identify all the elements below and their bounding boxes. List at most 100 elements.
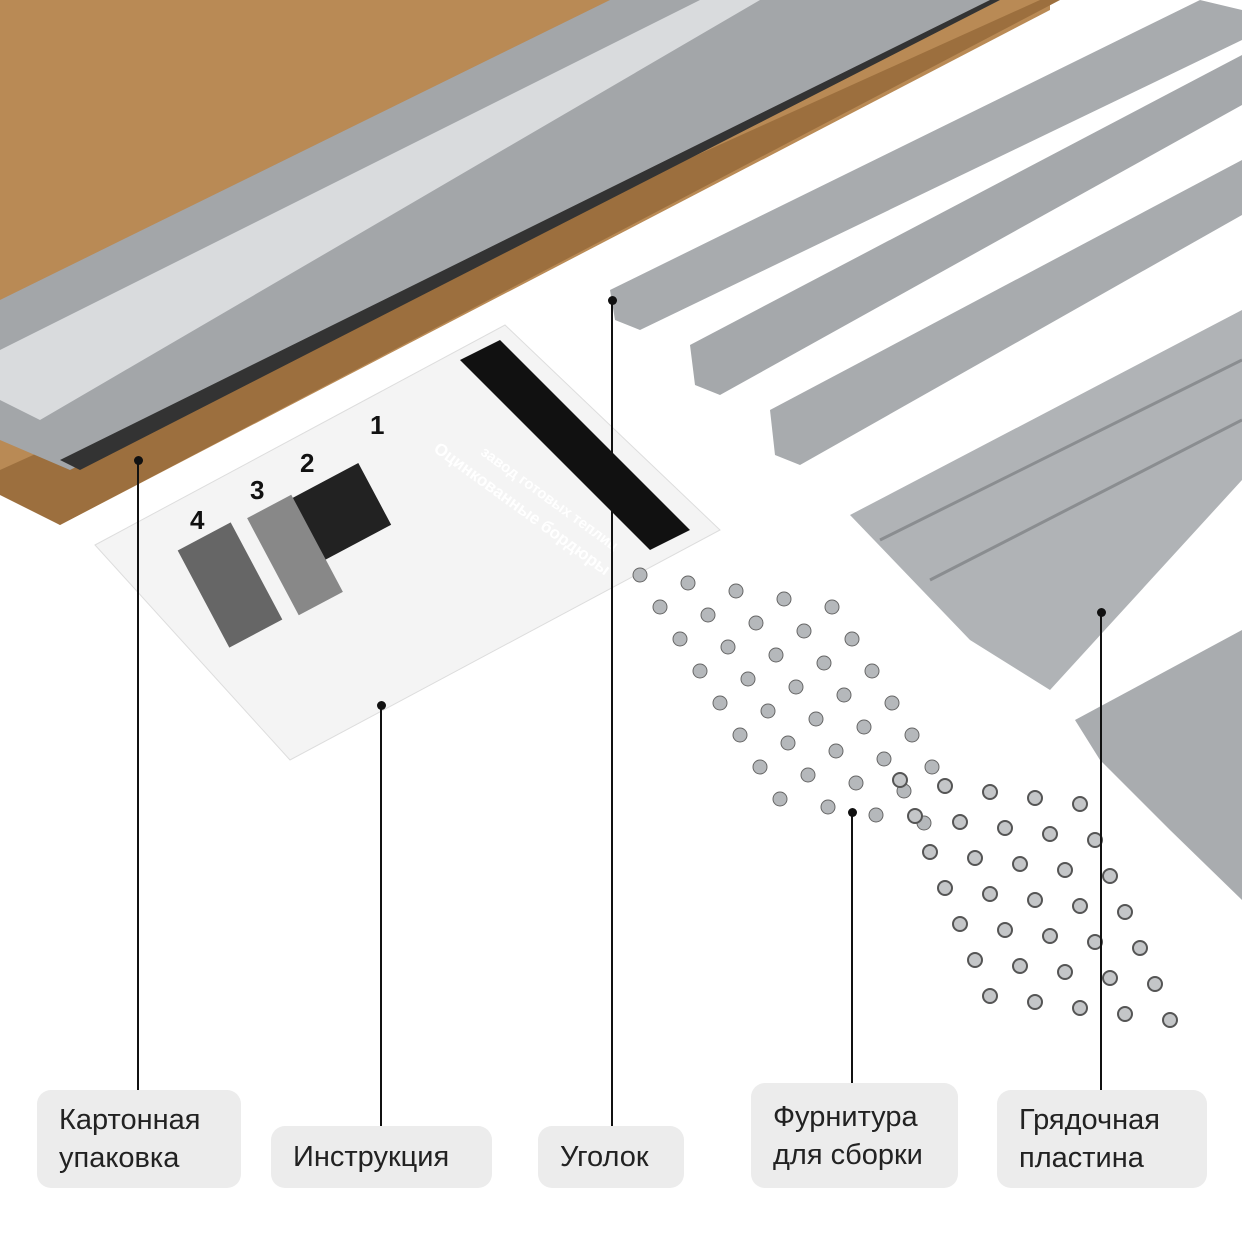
- bed-plate-2: [1075, 630, 1242, 900]
- screw: [788, 679, 804, 695]
- bed-plate-1: [850, 310, 1242, 690]
- screw: [808, 711, 824, 727]
- nut: [937, 880, 953, 896]
- screw: [692, 663, 708, 679]
- boxed-metal-plates: [0, 0, 1000, 470]
- nut: [997, 820, 1013, 836]
- screw: [672, 631, 688, 647]
- screw: [816, 655, 832, 671]
- corner-profile-2: [690, 55, 1242, 395]
- nut: [1072, 1000, 1088, 1016]
- boxed-metal-highlight: [0, 0, 760, 420]
- label-cardboard-box: Картонная упаковка: [37, 1090, 241, 1188]
- callout-dot-box: [134, 456, 143, 465]
- screw: [768, 647, 784, 663]
- callout-line-box: [137, 460, 139, 1090]
- label-hardware: Фурнитура для сборки: [751, 1083, 958, 1188]
- callout-dot-hardware: [848, 808, 857, 817]
- nut: [1117, 904, 1133, 920]
- nut: [922, 844, 938, 860]
- screw: [752, 759, 768, 775]
- screw: [904, 727, 920, 743]
- nut: [997, 922, 1013, 938]
- nut: [1027, 892, 1043, 908]
- screw: [740, 671, 756, 687]
- nut: [967, 850, 983, 866]
- nut: [1117, 1006, 1133, 1022]
- screw: [760, 703, 776, 719]
- screw: [796, 623, 812, 639]
- nut: [937, 778, 953, 794]
- screw: [712, 695, 728, 711]
- screw: [924, 759, 940, 775]
- nut: [1027, 790, 1043, 806]
- nut: [907, 808, 923, 824]
- nut: [1072, 898, 1088, 914]
- callout-line-instruction: [380, 705, 382, 1126]
- nut: [982, 784, 998, 800]
- screw: [776, 591, 792, 607]
- nut: [1057, 964, 1073, 980]
- nut: [1072, 796, 1088, 812]
- nut: [1087, 934, 1103, 950]
- screw: [748, 615, 764, 631]
- screw: [848, 775, 864, 791]
- step-1: 1: [370, 410, 385, 440]
- screws-group: [632, 567, 940, 831]
- screw: [700, 607, 716, 623]
- callout-line-hardware: [851, 812, 853, 1083]
- nut: [1027, 994, 1043, 1010]
- screw: [780, 735, 796, 751]
- label-text: Инструкция: [293, 1141, 450, 1173]
- nut: [892, 772, 908, 788]
- screw: [828, 743, 844, 759]
- step-4: 4: [190, 505, 205, 535]
- label-instruction: Инструкция: [271, 1126, 492, 1188]
- nut: [1132, 940, 1148, 956]
- screw: [864, 663, 880, 679]
- callout-line-plate: [1100, 612, 1102, 1090]
- instruction-header: [460, 340, 690, 550]
- screw: [720, 639, 736, 655]
- cardboard-box-edge: [0, 0, 1060, 525]
- corner-profile-1: [610, 0, 1242, 330]
- callout-dot-plate: [1097, 608, 1106, 617]
- screw: [856, 719, 872, 735]
- label-bed-plate: Грядочная пластина: [997, 1090, 1207, 1188]
- step-3: 3: [250, 475, 265, 505]
- screw: [732, 727, 748, 743]
- callout-line-corner: [611, 300, 613, 1126]
- nut: [1042, 928, 1058, 944]
- corner-profile-3: [770, 160, 1242, 465]
- screw: [632, 567, 648, 583]
- label-text: Грядочная пластина: [1019, 1104, 1160, 1174]
- nut: [1057, 862, 1073, 878]
- nut: [1162, 1012, 1178, 1028]
- step-2: 2: [300, 448, 315, 478]
- nuts-group: [892, 772, 1178, 1028]
- screw: [844, 631, 860, 647]
- screw: [820, 799, 836, 815]
- screw: [652, 599, 668, 615]
- nut: [1012, 856, 1028, 872]
- nut: [1012, 958, 1028, 974]
- nut: [1102, 868, 1118, 884]
- screw: [836, 687, 852, 703]
- label-text: Фурнитура для сборки: [773, 1100, 923, 1171]
- screw: [876, 751, 892, 767]
- callout-dot-corner: [608, 296, 617, 305]
- nut: [952, 814, 968, 830]
- nut: [967, 952, 983, 968]
- nut: [1147, 976, 1163, 992]
- screw: [868, 807, 884, 823]
- boxed-metal-shadow: [60, 0, 1000, 470]
- screw: [800, 767, 816, 783]
- screw: [824, 599, 840, 615]
- screw: [884, 695, 900, 711]
- screw: [772, 791, 788, 807]
- nut: [982, 886, 998, 902]
- label-text: Картонная упаковка: [59, 1104, 201, 1174]
- nut: [952, 916, 968, 932]
- callout-dot-instruction: [377, 701, 386, 710]
